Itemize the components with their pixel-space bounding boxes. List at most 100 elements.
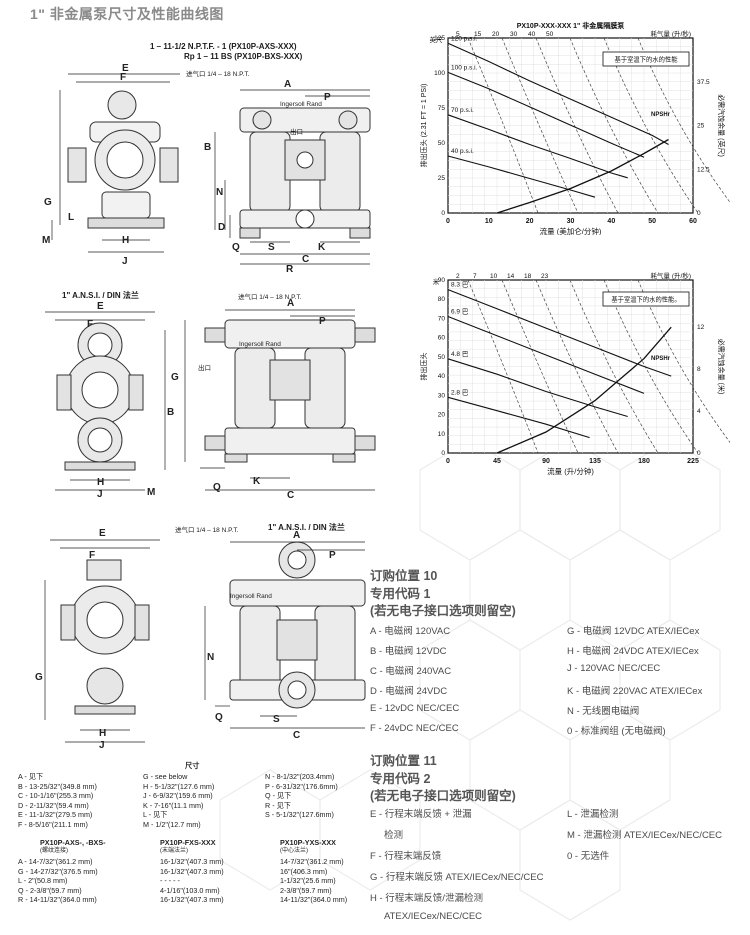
- note-text: 基于室温下的水的性能: [615, 55, 679, 64]
- y-tick-label: 0: [441, 450, 445, 457]
- dims-row: 4-1/16"(103.0 mm): [160, 885, 220, 895]
- top-tick-label: 15: [474, 31, 482, 38]
- x-tick-label: 30: [567, 218, 575, 225]
- dim-R-label-top: R: [286, 264, 294, 275]
- order10-option: 0 - 标准阀组 (无电磁阀): [567, 726, 666, 737]
- order11-option: F - 行程末端反馈: [370, 851, 442, 862]
- dims-row: G - 14-27/32"(376.5 mm): [18, 866, 98, 876]
- dim-S-label: S: [268, 242, 275, 253]
- dim-F-label-mid: F: [87, 319, 93, 330]
- dims-row: R - 14-11/32"(364.0 mm): [18, 895, 97, 905]
- top-tick-label: 2: [456, 273, 460, 280]
- inlet-note-top: 进气口 1/4 – 18 N.P.T.: [186, 71, 250, 78]
- y-tick-label: 125: [434, 35, 445, 42]
- y-tick-label: 70: [438, 315, 446, 322]
- y-tick-label: 10: [438, 431, 446, 438]
- dim-Q-label-mid: Q: [213, 482, 221, 493]
- npsh-curve: [496, 326, 672, 454]
- y-tick-label: 30: [438, 392, 446, 399]
- note-text: 基于室温下的水的性能。: [611, 295, 680, 304]
- series-label: 8.3 巴: [451, 281, 469, 289]
- y-tick-label: 60: [438, 335, 446, 342]
- top-tick-label: 18: [524, 273, 532, 280]
- dim-C-label-bot: C: [293, 730, 300, 741]
- y2-tick-label: 0: [697, 210, 701, 217]
- dim-N-label-bot: N: [207, 652, 214, 663]
- dim-M-label: M: [42, 235, 50, 246]
- dims-row: F - 8-5/16"(211.1 mm): [18, 819, 88, 829]
- dims-row: 16-1/32"(407.3 mm): [160, 866, 224, 876]
- dim-P-label-mid: P: [319, 316, 326, 327]
- x-tick-label: 20: [526, 218, 534, 225]
- top-axis-label: 耗气量 (升/秒): [651, 29, 691, 38]
- order10-option: G - 电磁阀 12VDC ATEX/IECex: [567, 626, 700, 637]
- dims-row: 1-1/32"(25.6 mm): [280, 876, 336, 886]
- dim-P-label: P: [324, 92, 331, 103]
- y-tick-label: 80: [438, 296, 446, 303]
- variant-rows-1: A - 14-7/32"(361.2 mm) G - 14-27/32"(376…: [18, 857, 98, 905]
- pump-side-view-top: [67, 90, 179, 229]
- pressure-curve: [447, 358, 628, 418]
- dims-row: 16-1/32"(407.3 mm): [160, 857, 224, 866]
- pressure-curve: [447, 114, 628, 179]
- dim-F-label-bot: F: [89, 550, 95, 561]
- flange-note-mid: 1" A.N.S.I. / DIN 法兰: [62, 291, 139, 300]
- dims-row: J - 6-9/32"(159.6 mm): [143, 791, 213, 801]
- dims-row: L - 2"(50.8 mm): [18, 876, 68, 886]
- pump-side-view-bottom: [60, 559, 150, 715]
- top-tick-label: 30: [510, 31, 518, 38]
- x-tick-label: 10: [485, 218, 493, 225]
- y-tick-label: 20: [438, 412, 446, 419]
- npsh-label: NPSHr: [651, 356, 671, 362]
- note-box: [602, 51, 690, 67]
- dims-row: 14-7/32"(361.2 mm): [280, 857, 344, 866]
- dims-row: P - 6-31/32"(176.6mm): [265, 781, 338, 791]
- order11-option: M - 泄漏检测 ATEX/IECex/NEC/CEC: [567, 830, 723, 841]
- dims-row: K - 7-16"(11.1 mm): [143, 800, 204, 810]
- x-tick-label: 180: [638, 458, 650, 465]
- order10-option: A - 电磁阀 120VAC: [370, 626, 451, 637]
- dim-Q-label-bot: Q: [215, 712, 223, 723]
- dims-row: - - - - -: [160, 876, 180, 886]
- series-label: 2.8 巴: [451, 388, 469, 396]
- series-label: 100 p.s.i.: [451, 64, 478, 71]
- y-tick-label: 40: [438, 373, 446, 380]
- dim-F-label: F: [120, 72, 126, 83]
- y2-tick-label: 4: [697, 408, 701, 415]
- air-consumption-curve: [467, 37, 539, 214]
- y2-axis-label: 必需汽蚀余量 (米): [717, 339, 726, 395]
- dims-row: N - 8-1/32"(203.4mm): [265, 772, 335, 781]
- dims-row: E - 11-1/32"(279.5 mm): [18, 810, 93, 820]
- y-tick-label: 90: [438, 277, 446, 284]
- order10-option: F - 24vDC NEC/CEC: [370, 723, 459, 734]
- dim-M-label-mid: M: [147, 487, 155, 498]
- dim-J-label: J: [122, 256, 128, 267]
- order11-subtitle: 专用代码 2: [370, 772, 431, 786]
- air-consumption-curve: [467, 279, 539, 454]
- dims-row: S - 5-1/32"(127.6mm): [265, 810, 334, 820]
- dims-header: 尺寸: [185, 761, 200, 770]
- air-consumption-curve: [569, 279, 659, 454]
- top-tick-label: 40: [528, 31, 536, 38]
- dim-J-label-bot: J: [99, 740, 105, 750]
- pressure-curve: [447, 71, 645, 158]
- variant-head-3: PX10P-YXS-XXX: [280, 838, 336, 847]
- y-axis-label: 排出压头: [419, 353, 428, 381]
- dims-row: 2-3/8"(59.7 mm): [280, 885, 332, 895]
- order11-title: 订购位置 11: [370, 754, 437, 768]
- thread-note-2: Rp 1 – 11 BS (PX10P-BXS-XXX): [184, 52, 303, 61]
- dims-col2: G - see below H - 5-1/32"(127.6 mm) J - …: [143, 772, 214, 830]
- y2-tick-label: 0: [697, 450, 701, 457]
- brand-logo-bottom: Ingersoll Rand: [230, 593, 272, 600]
- dim-L-label: L: [68, 212, 74, 223]
- top-tick-label: 7: [473, 273, 477, 280]
- series-label: 70 p.s.i.: [451, 107, 474, 114]
- order10-title: 订购位置 10: [370, 569, 438, 583]
- y-unit-label: 英尺: [430, 35, 444, 44]
- dim-E-label-mid: E: [97, 301, 104, 312]
- outlet-label-mid: 出口: [198, 365, 211, 372]
- dim-K-label-mid: K: [253, 476, 261, 487]
- variant-head-1: PX10P-AXS-, -BXS-: [40, 838, 106, 847]
- x-tick-label: 90: [542, 458, 550, 465]
